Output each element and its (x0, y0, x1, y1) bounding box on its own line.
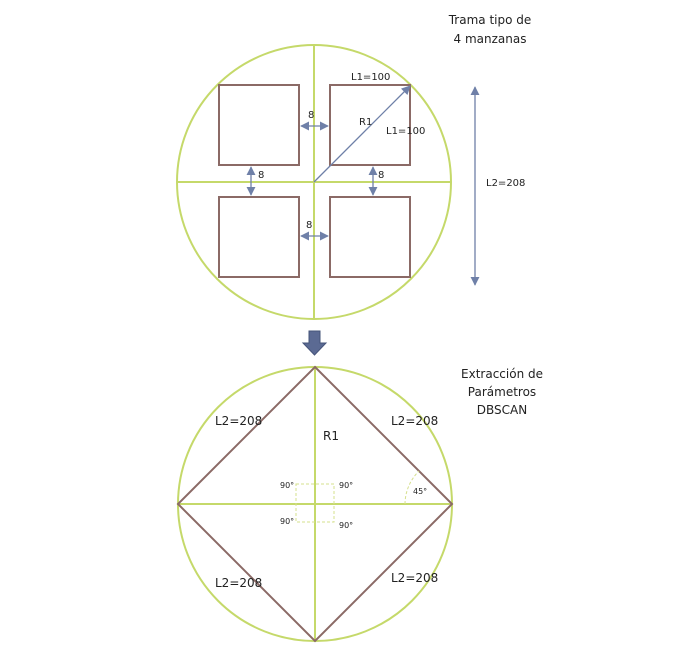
block-bottom-right (329, 196, 411, 278)
angle-label-bottom-left: 90° (280, 517, 294, 526)
l2-side-label: L2=208 (486, 178, 525, 189)
bottom-radius-label: R1 (323, 429, 339, 443)
radius-r1-line (313, 85, 411, 183)
down-arrow-icon (301, 330, 328, 356)
top-figure: 8 8 8 8 R1 L1=100 L1=100 L2=208 (176, 44, 525, 320)
angle-45-arc (404, 470, 420, 505)
bottom-caption-line-3: DBSCAN (477, 403, 527, 417)
block-top-left (218, 84, 300, 166)
gap-label-left: 8 (258, 170, 264, 181)
block-bottom-left (218, 196, 300, 278)
l2-label-top-left: L2=208 (215, 414, 262, 428)
top-caption-line-2: 4 manzanas (454, 32, 527, 46)
l2-label-top-right: L2=208 (391, 414, 438, 428)
inscribed-square (176, 365, 454, 643)
radius-label: R1 (359, 117, 372, 128)
angle-label-top-right: 90° (339, 481, 353, 490)
right-angle-box (295, 483, 335, 523)
l2-label-bottom-left: L2=208 (215, 576, 262, 590)
bottom-figure: R1 L2=208 L2=208 L2=208 L2=208 90° 90° 9… (176, 365, 454, 643)
gap-label-right: 8 (378, 170, 384, 181)
l1-label-top: L1=100 (351, 72, 390, 83)
bottom-caption-line-1: Extracción de (461, 367, 543, 381)
angle-label-45: 45° (413, 487, 427, 496)
top-caption-line-1: Trama tipo de (448, 13, 532, 27)
l1-label-diagonal: L1=100 (386, 126, 425, 137)
l2-label-bottom-right: L2=208 (391, 571, 438, 585)
gap-label-top: 8 (308, 110, 314, 121)
bottom-caption: Extracción de Parámetros DBSCAN (461, 367, 543, 417)
top-caption: Trama tipo de 4 manzanas (448, 13, 532, 46)
gap-label-bottom: 8 (306, 220, 312, 231)
angle-label-bottom-right: 90° (339, 521, 353, 530)
angle-label-top-left: 90° (280, 481, 294, 490)
block-top-right (329, 84, 411, 166)
bottom-caption-line-2: Parámetros (468, 385, 536, 399)
